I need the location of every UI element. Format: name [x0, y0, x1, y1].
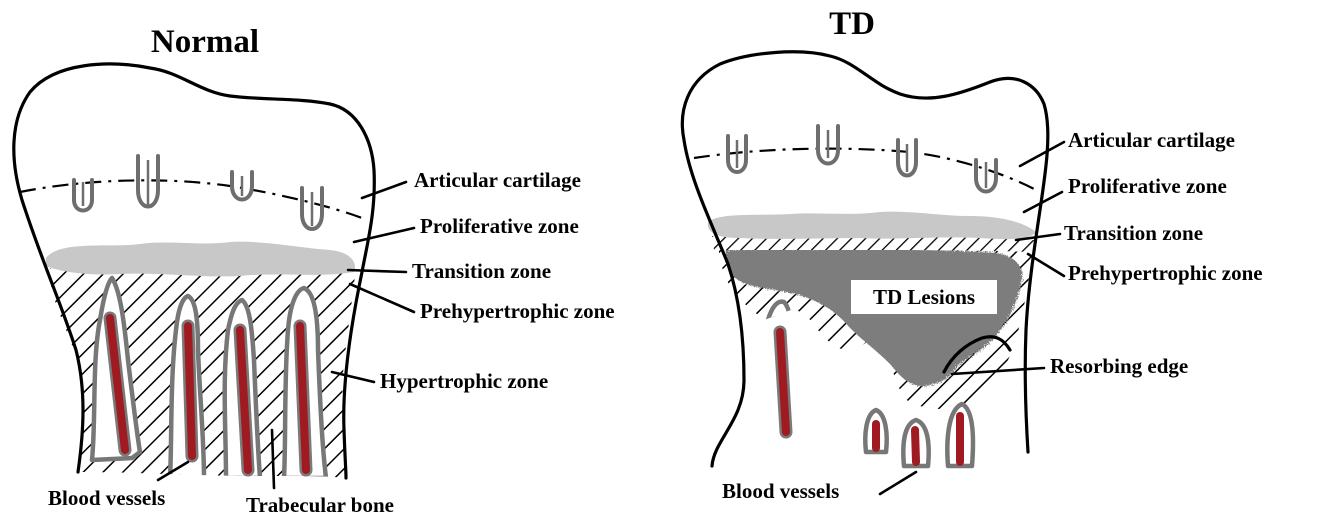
normal-label-hypertrophic-zone: Hypertrophic zone	[380, 369, 548, 393]
normal-title: Normal	[151, 24, 259, 60]
td-label-prehypertrophic-zone: Prehypertrophic zone	[1068, 261, 1263, 285]
normal-label-trabecular-bone: Trabecular bone	[246, 493, 394, 517]
normal-label-proliferative-zone: Proliferative zone	[420, 214, 579, 238]
normal-panel: Normal	[14, 24, 615, 517]
td-chondrocyte-columns	[728, 126, 996, 192]
normal-transition-zone-band	[46, 242, 355, 277]
td-label-resorbing-edge: Resorbing edge	[1050, 354, 1188, 378]
td-transition-zone-band	[708, 212, 1036, 240]
normal-label-blood-vessels: Blood vessels	[48, 486, 165, 510]
td-lesion-label: TD Lesions	[873, 285, 975, 309]
normal-label-articular-cartilage: Articular cartilage	[414, 168, 581, 192]
td-panel: TD TD Lesions	[682, 6, 1262, 503]
td-label-transition-zone: Transition zone	[1064, 221, 1203, 245]
normal-chondrocyte-columns	[74, 156, 322, 229]
normal-label-prehypertrophic-zone: Prehypertrophic zone	[420, 299, 615, 323]
td-label-articular-cartilage: Articular cartilage	[1068, 128, 1235, 152]
normal-label-transition-zone: Transition zone	[412, 259, 551, 283]
normal-cartilage-boundary	[20, 180, 362, 218]
td-title: TD	[829, 6, 875, 42]
td-lower-vessels	[865, 404, 973, 466]
td-label-blood-vessels: Blood vessels	[722, 479, 839, 503]
td-label-proliferative-zone: Proliferative zone	[1068, 174, 1227, 198]
